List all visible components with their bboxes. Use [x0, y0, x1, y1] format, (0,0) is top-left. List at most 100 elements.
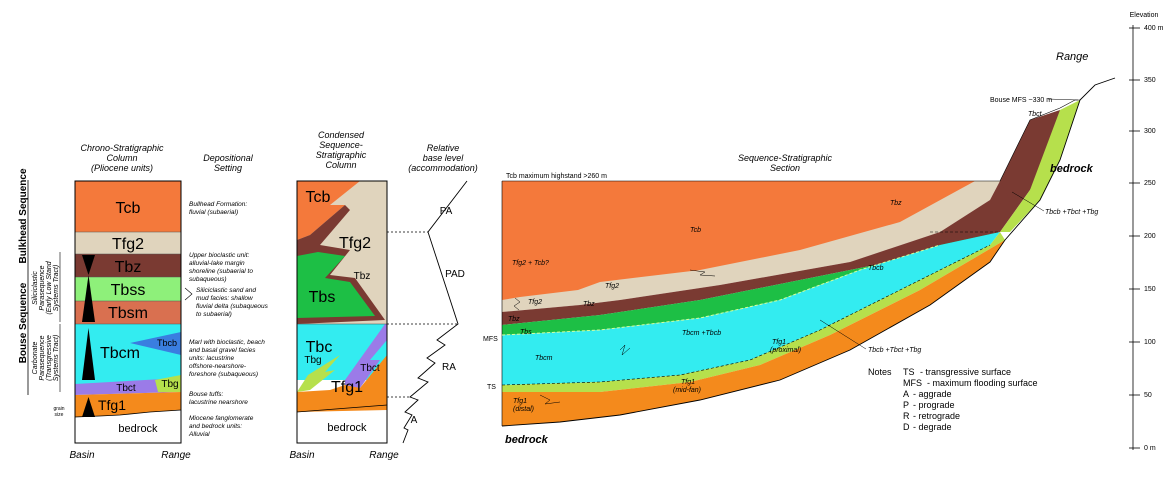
- svg-text:TS: TS: [903, 367, 915, 377]
- svg-text:Upper bioclastic unit:: Upper bioclastic unit:: [189, 252, 250, 259]
- svg-text:Tbct: Tbct: [116, 383, 136, 394]
- svg-text:PAD: PAD: [445, 269, 465, 280]
- svg-text:PA: PA: [440, 206, 453, 217]
- condensed-column: Tcb Tfg2 Tbs Tbc Tfg1 Tbz Tbg Tbct bedro…: [289, 180, 399, 461]
- svg-text:Basin: Basin: [69, 450, 94, 461]
- svg-text:D: D: [903, 422, 910, 432]
- svg-text:- prograde: - prograde: [913, 400, 955, 410]
- svg-text:250: 250: [1144, 180, 1156, 187]
- svg-text:Tbcm +Tbcb: Tbcm +Tbcb: [682, 330, 721, 337]
- svg-text:Range: Range: [369, 450, 399, 461]
- svg-text:(proximal): (proximal): [770, 347, 801, 354]
- notes-legend: Notes TS - transgressive surface MFS - m…: [868, 367, 1038, 432]
- svg-text:Tbcb +Tbct +Tbg: Tbcb +Tbct +Tbg: [1045, 209, 1098, 216]
- relative-base-level-header: Relative base level (accommodation): [408, 143, 478, 173]
- svg-text:Elevation: Elevation: [1130, 12, 1159, 19]
- svg-text:Parasequence: Parasequence: [39, 265, 46, 310]
- svg-text:shoreline (subaerial to: shoreline (subaerial to: [189, 268, 253, 275]
- sequence-side-labels: Bulkhead Sequence Bouse Sequence Silicic…: [18, 168, 65, 418]
- svg-text:MFS: MFS: [483, 336, 498, 343]
- svg-text:RA: RA: [442, 362, 456, 373]
- svg-text:- aggrade: - aggrade: [913, 389, 952, 399]
- svg-text:Bouse MFS ~330 m: Bouse MFS ~330 m: [990, 97, 1052, 104]
- svg-text:Sequence-Stratigraphic: Sequence-Stratigraphic: [738, 153, 833, 163]
- section-header: Sequence-Stratigraphic Section: [738, 153, 833, 173]
- svg-text:350: 350: [1144, 77, 1156, 84]
- svg-text:Tcb maximum highstand >260 m: Tcb maximum highstand >260 m: [506, 173, 607, 180]
- svg-text:Systems Tract): Systems Tract): [53, 335, 60, 382]
- svg-text:150: 150: [1144, 286, 1156, 293]
- svg-text:TS: TS: [487, 384, 496, 391]
- svg-text:400 m: 400 m: [1144, 25, 1164, 32]
- svg-text:Tbcm: Tbcm: [535, 355, 553, 362]
- svg-text:Tcb: Tcb: [306, 189, 331, 206]
- svg-text:Tfg1: Tfg1: [513, 398, 527, 405]
- svg-text:Tbct: Tbct: [1028, 111, 1043, 118]
- svg-text:300: 300: [1144, 128, 1156, 135]
- svg-text:lacustrine nearshore: lacustrine nearshore: [189, 399, 248, 406]
- svg-text:Tfg2: Tfg2: [605, 283, 619, 290]
- svg-text:Alluvial: Alluvial: [188, 431, 210, 438]
- svg-text:subaqueous): subaqueous): [189, 276, 227, 283]
- bulkhead-sequence-label: Bulkhead Sequence: [18, 168, 29, 263]
- svg-text:Tbz: Tbz: [115, 259, 142, 276]
- svg-text:A: A: [903, 389, 909, 399]
- svg-text:grain: grain: [53, 406, 64, 412]
- svg-text:bedrock: bedrock: [505, 434, 549, 446]
- svg-text:Range: Range: [1056, 51, 1088, 63]
- svg-text:Tbs: Tbs: [520, 329, 532, 336]
- svg-text:Condensed: Condensed: [318, 130, 365, 140]
- svg-text:P: P: [903, 400, 909, 410]
- svg-text:Tbz: Tbz: [890, 200, 902, 207]
- svg-text:A: A: [411, 415, 418, 426]
- svg-text:Section: Section: [770, 163, 800, 173]
- svg-text:(Transgressive: (Transgressive: [46, 335, 53, 381]
- svg-text:Tfg2 + Tcb?: Tfg2 + Tcb?: [512, 260, 549, 267]
- svg-text:bedrock: bedrock: [327, 422, 367, 434]
- svg-text:Tbz: Tbz: [354, 271, 371, 282]
- svg-text:Bullhead Formation:: Bullhead Formation:: [189, 201, 247, 208]
- svg-text:Tcb: Tcb: [116, 200, 141, 217]
- svg-text:Notes: Notes: [868, 367, 892, 377]
- svg-text:Tfg2: Tfg2: [112, 236, 144, 253]
- condensed-column-header: Condensed Sequence- Stratigraphic Column: [316, 130, 367, 170]
- svg-text:Marl with bioclastic, beach: Marl with bioclastic, beach: [189, 339, 265, 346]
- svg-text:bedrock: bedrock: [1050, 163, 1094, 175]
- svg-text:Systems Tract): Systems Tract): [53, 265, 60, 312]
- chrono-column-header: Chrono-Stratigraphic Column (Pliocene un…: [80, 143, 164, 173]
- svg-text:Basin: Basin: [289, 450, 314, 461]
- svg-text:Column: Column: [106, 153, 137, 163]
- svg-text:alluvial-lake margin: alluvial-lake margin: [189, 260, 245, 267]
- svg-text:offshore-nearshore-: offshore-nearshore-: [189, 363, 247, 370]
- svg-text:Chrono-Stratigraphic: Chrono-Stratigraphic: [80, 143, 164, 153]
- svg-text:Relative: Relative: [427, 143, 460, 153]
- svg-text:Tfg2: Tfg2: [528, 299, 542, 306]
- svg-text:Carbonate: Carbonate: [32, 342, 39, 375]
- section-cross-section: [501, 77, 1116, 427]
- svg-text:(Pliocene units): (Pliocene units): [91, 163, 153, 173]
- svg-text:100: 100: [1144, 339, 1156, 346]
- svg-text:Tfg2: Tfg2: [339, 235, 371, 252]
- svg-text:fluvial (subaerial): fluvial (subaerial): [189, 209, 238, 216]
- svg-text:and bedrock units:: and bedrock units:: [189, 423, 242, 430]
- svg-text:Tbg: Tbg: [304, 355, 321, 366]
- svg-text:fluvial delta (subaqueous: fluvial delta (subaqueous: [196, 303, 269, 310]
- svg-text:Tbs: Tbs: [309, 289, 336, 306]
- svg-text:(mid-fan): (mid-fan): [673, 387, 701, 394]
- svg-text:- degrade: - degrade: [913, 422, 952, 432]
- relative-base-level-curve: PA PAD RA A: [387, 180, 468, 444]
- svg-text:and basal gravel facies: and basal gravel facies: [189, 347, 256, 354]
- section-labels: Tcb maximum highstand >260 m Bouse MFS ~…: [483, 51, 1098, 446]
- svg-text:Tbg: Tbg: [161, 379, 178, 390]
- svg-text:Column: Column: [325, 160, 356, 170]
- svg-text:Tbcb: Tbcb: [868, 265, 884, 272]
- svg-text:0 m: 0 m: [1144, 445, 1156, 452]
- depositional-setting-text: Bullhead Formation: fluvial (subaerial) …: [184, 201, 269, 438]
- svg-text:size: size: [55, 412, 64, 418]
- svg-text:Tbc: Tbc: [306, 339, 333, 356]
- elevation-axis: Elevation 400 m 350 300 250 200 150 100 …: [1129, 12, 1164, 452]
- svg-text:Setting: Setting: [214, 163, 242, 173]
- svg-text:units: lacustrine: units: lacustrine: [189, 355, 235, 362]
- svg-text:(Early Low Stand: (Early Low Stand: [46, 260, 53, 314]
